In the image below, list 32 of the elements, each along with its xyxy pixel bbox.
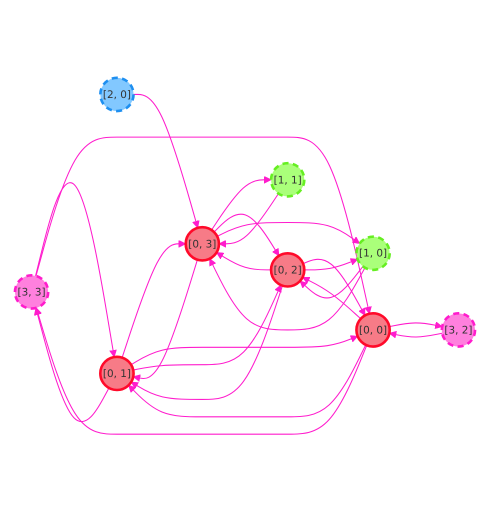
arrow (389, 322, 442, 329)
arrow (302, 258, 366, 316)
arrow (130, 335, 358, 366)
arrow (133, 284, 282, 371)
node-circle: [3, 2] (440, 312, 476, 348)
node-circle: [0, 3] (184, 226, 220, 262)
arrow (302, 276, 362, 320)
arrow (34, 308, 368, 435)
arrow (218, 193, 279, 248)
arrow (134, 94, 200, 228)
arrow (132, 260, 198, 382)
node-circle: [0, 1] (99, 355, 135, 392)
node-circle: [2, 0] (99, 76, 135, 112)
arrow (130, 286, 283, 400)
arrow (34, 308, 110, 422)
arrow (122, 240, 186, 358)
arrow (304, 258, 358, 270)
arrow (35, 136, 372, 314)
arrow (216, 252, 272, 270)
node-circle: [1, 0] (355, 235, 391, 272)
arrow (216, 222, 360, 244)
arrow (300, 266, 364, 298)
arrow (209, 258, 366, 330)
node-circle: [3, 3] (14, 274, 50, 310)
arrow (128, 344, 366, 418)
arrow (35, 182, 117, 358)
node-circle: [1, 1] (270, 162, 306, 198)
node-circle: [0, 2] (270, 252, 306, 288)
node-circle: [0, 0] (355, 312, 391, 348)
arrow (389, 330, 442, 338)
arrow (214, 214, 280, 256)
arrow (211, 176, 272, 230)
